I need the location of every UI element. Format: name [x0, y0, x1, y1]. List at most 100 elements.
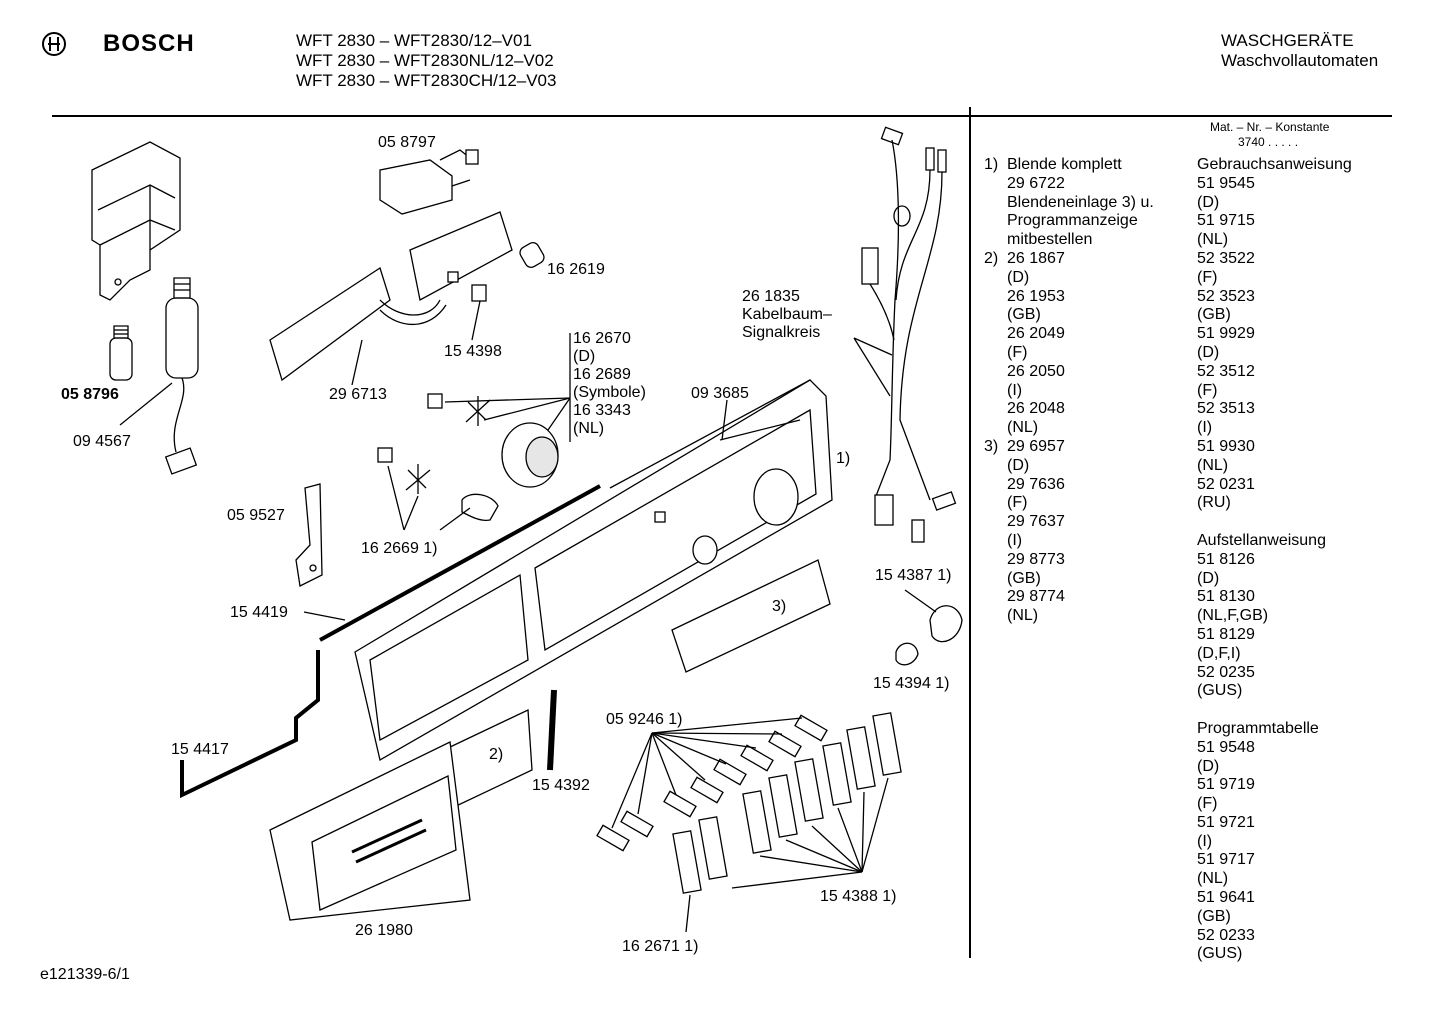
label-261835-line2: Kabelbaum–: [742, 306, 832, 323]
label-154394: 15 4394 1): [873, 675, 950, 692]
leader-162669-b: [403, 495, 419, 531]
label-059527: 05 9527: [227, 507, 285, 524]
note-number: [984, 532, 1007, 551]
model-line-2: WFT 2830 – WFT2830NL/12–V02: [296, 51, 554, 70]
note-row: (GB): [984, 306, 1184, 325]
doc-row: (NL): [1197, 870, 1229, 888]
note-row: (GB): [984, 570, 1184, 589]
doc-row: (F): [1197, 268, 1218, 286]
leader-154387: [904, 589, 937, 613]
doc-row: (GB): [1197, 306, 1231, 324]
push-buttons-154388: [672, 712, 902, 894]
note-text: 29 8773: [1007, 550, 1065, 568]
lamp-holder-154398: [471, 284, 487, 341]
note-number: [984, 175, 1007, 194]
note-number: [984, 476, 1007, 495]
note-text: 29 6957: [1007, 437, 1065, 455]
note-number: [984, 419, 1007, 438]
label-162689: 16 2689: [573, 366, 631, 383]
cover-261980: [269, 741, 471, 921]
doc-row: 52 3513: [1197, 400, 1255, 418]
label-163343: 16 3343: [573, 402, 631, 419]
doc-row: (F): [1197, 381, 1218, 399]
label-261835-line3: Signalkreis: [742, 324, 821, 341]
note-number: [984, 269, 1007, 288]
cable-harness-261835: [861, 126, 957, 543]
note-number: [984, 382, 1007, 401]
brand-name: BOSCH: [103, 30, 195, 57]
note-row: Programmanzeige: [984, 212, 1184, 231]
doc-row: Gebrauchsanweisung: [1197, 156, 1352, 173]
doc-row: Aufstellanweisung: [1197, 531, 1326, 549]
doc-row: 52 3522: [1197, 249, 1255, 267]
leader-162670-b: [483, 397, 571, 421]
doc-row: (D): [1197, 193, 1220, 211]
doc-row: (D): [1197, 343, 1220, 361]
doc-row: (F): [1197, 795, 1218, 813]
label-154417: 15 4417: [171, 741, 229, 758]
leader-162670-a: [444, 397, 571, 403]
note-text: (D): [1007, 268, 1030, 286]
label-162670-variant: (D): [573, 348, 596, 365]
note-text: (F): [1007, 343, 1028, 361]
category-title: WASCHGERÄTE: [1221, 31, 1354, 50]
mat-nr-value: 3740 . . . . .: [1238, 135, 1299, 149]
note-text: 26 2050: [1007, 362, 1065, 380]
doc-row: 52 3523: [1197, 287, 1255, 305]
note-row: 29 7636: [984, 476, 1184, 495]
leader-162671: [685, 894, 691, 933]
doc-row: 52 3512: [1197, 362, 1255, 380]
doc-row: 51 9545: [1197, 174, 1255, 192]
note-text: mitbestellen: [1007, 231, 1093, 249]
lever-059527: [295, 483, 323, 587]
note-row: 3)29 6957: [984, 438, 1184, 457]
control-panel-093685: [354, 379, 833, 762]
note-row: 26 1953: [984, 288, 1184, 307]
note-number: [984, 400, 1007, 419]
leader-094567: [119, 382, 173, 426]
doc-row: Programmtabelle: [1197, 719, 1319, 737]
note-row: 29 8774: [984, 588, 1184, 607]
doc-row: 51 9641: [1197, 889, 1255, 907]
note-row: 29 6722: [984, 175, 1184, 194]
doc-row: (I): [1197, 832, 1213, 850]
note-number: [984, 494, 1007, 513]
note-text: (GB): [1007, 306, 1041, 324]
label-261835: 26 1835: [742, 288, 800, 305]
note-text: 26 2049: [1007, 325, 1065, 343]
note-text: (NL): [1007, 607, 1039, 625]
label-162670: 16 2670: [573, 330, 631, 347]
doc-row: (GB): [1197, 907, 1231, 925]
label-154419: 15 4419: [230, 604, 288, 621]
leader-059246-a: [611, 732, 653, 829]
doc-row: 51 8126: [1197, 550, 1255, 568]
label-163343-variant: (NL): [573, 420, 605, 437]
note-row: (D): [984, 457, 1184, 476]
doc-row: (D): [1197, 569, 1220, 587]
label-154392: 15 4392: [532, 777, 590, 794]
note-row: mitbestellen: [984, 231, 1184, 250]
label-162689-variant: (Symbole): [573, 384, 646, 401]
label-162671: 16 2671 1): [622, 938, 699, 955]
note-number: [984, 231, 1007, 250]
seal-154419: [319, 484, 601, 642]
doc-row: [1197, 701, 1397, 720]
note-row: 26 2050: [984, 363, 1184, 382]
label-ref-3: 3): [772, 598, 787, 615]
model-line-3: WFT 2830 – WFT2830CH/12–V03: [296, 71, 557, 90]
note-text: 29 6722: [1007, 174, 1065, 192]
knob-162670: [501, 422, 559, 488]
note-row: 26 2049: [984, 325, 1184, 344]
knob-154394: [895, 642, 919, 666]
label-154388: 15 4388 1): [820, 888, 897, 905]
spring-rings-162669: [377, 393, 499, 522]
doc-row: 51 8129: [1197, 625, 1255, 643]
doc-row: (NL): [1197, 231, 1229, 249]
note-number: [984, 288, 1007, 307]
doc-row: (D): [1197, 757, 1220, 775]
label-059246: 05 9246 1): [606, 711, 683, 728]
note-text: (GB): [1007, 569, 1041, 587]
note-row: 29 7637: [984, 513, 1184, 532]
note-number: [984, 363, 1007, 382]
